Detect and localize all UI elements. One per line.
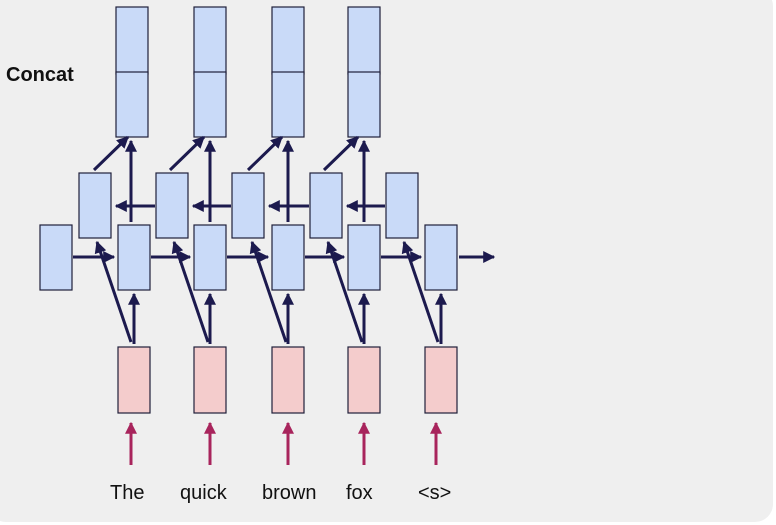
backward-to-concat-arrow bbox=[246, 135, 284, 172]
forward-initial-cell bbox=[39, 224, 73, 291]
concat-stacks bbox=[115, 6, 381, 138]
embed-to-backward-arrow bbox=[94, 240, 133, 343]
backward-cell bbox=[385, 172, 419, 239]
connection-arrows bbox=[73, 135, 496, 465]
backward-to-concat-arrow bbox=[322, 135, 360, 172]
input-embedding-box bbox=[424, 346, 458, 414]
concat-label: Concat bbox=[6, 64, 74, 86]
concat-bottom-box bbox=[115, 71, 149, 138]
backward-to-concat-arrow bbox=[168, 135, 206, 172]
embed-to-backward-arrow bbox=[401, 240, 440, 343]
input-embeddings bbox=[117, 346, 458, 414]
word-labels: The quick brown fox <s> bbox=[110, 482, 451, 504]
backward-cell bbox=[155, 172, 189, 239]
backward-cell bbox=[309, 172, 343, 239]
forward-cell bbox=[271, 224, 305, 291]
input-embedding-box bbox=[271, 346, 305, 414]
forward-cell bbox=[424, 224, 458, 291]
word-label: quick bbox=[180, 482, 228, 504]
forward-rnn-cells bbox=[39, 224, 458, 291]
backward-cell bbox=[231, 172, 265, 239]
concat-bottom-box bbox=[271, 71, 305, 138]
forward-cell bbox=[193, 224, 227, 291]
concat-top-box bbox=[193, 6, 227, 75]
backward-to-concat-arrow bbox=[92, 135, 130, 172]
concat-top-box bbox=[347, 6, 381, 75]
concat-top-box bbox=[115, 6, 149, 75]
concat-top-box bbox=[271, 6, 305, 75]
input-embedding-box bbox=[193, 346, 227, 414]
word-label: brown bbox=[262, 482, 316, 504]
forward-cell bbox=[347, 224, 381, 291]
backward-rnn-cells bbox=[78, 172, 419, 239]
input-embedding-box bbox=[347, 346, 381, 414]
concat-bottom-box bbox=[347, 71, 381, 138]
forward-cell bbox=[117, 224, 151, 291]
word-label: <s> bbox=[418, 482, 451, 504]
concat-bottom-box bbox=[193, 71, 227, 138]
word-label: fox bbox=[346, 482, 373, 504]
input-embedding-box bbox=[117, 346, 151, 414]
word-label: The bbox=[110, 482, 144, 504]
backward-cell bbox=[78, 172, 112, 239]
